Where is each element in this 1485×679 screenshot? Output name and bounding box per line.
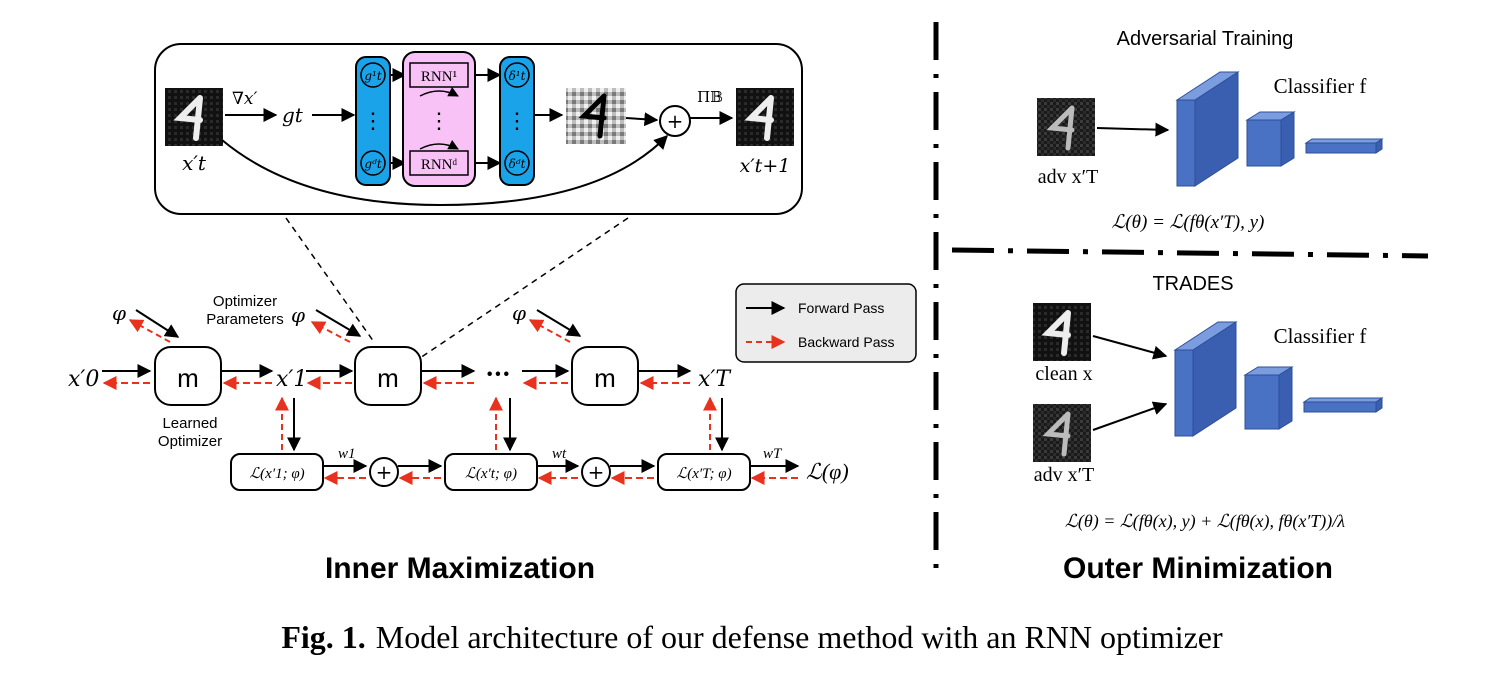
g-t-label: gt [282, 103, 304, 127]
adversarial-training-panel: Adversarial Training adv x′T Classifier … [1037, 28, 1384, 233]
zoom-line-left [285, 217, 375, 343]
optimizer-module-3 [571, 346, 639, 406]
dd-label: δᵈt [509, 157, 526, 171]
wT-label: wT [763, 446, 783, 462]
caption-label: Fig. 1. [281, 619, 365, 655]
loss-1-label: ℒ(x′1; φ) [249, 466, 304, 482]
figure-caption: Fig. 1. Model architecture of our defense… [281, 619, 1223, 655]
outer-minimization-title: Outer Minimization [1063, 552, 1333, 585]
loss-box-T [657, 453, 751, 491]
optimizer-params-1: Optimizer [213, 293, 277, 310]
rnn-d-box [409, 150, 469, 176]
horizontal-divider [951, 247, 1429, 259]
wt-label: wt [552, 446, 567, 462]
rnn-1-box [409, 62, 469, 88]
m2-label: m [377, 363, 399, 393]
legend-forward-label: Forward Pass [798, 300, 884, 316]
m1-label: m [177, 363, 199, 393]
detail-panel: x′t ∇x′ gt g¹t gᵈt ⋮ RNN¹ RNNᵈ ⋮ δ¹t δᵈt… [154, 43, 803, 215]
learned-optimizer-2: Optimizer [158, 433, 222, 450]
gradient-label: ∇x′ [232, 89, 257, 109]
unrolled-chain: x′0 m φ Learned Optimizer x′1 m Optimize… [68, 293, 849, 491]
legend: Forward Pass Backward Pass [735, 283, 917, 363]
classifier-label-2: Classifier f [1274, 324, 1367, 348]
sum-1-plus: + [376, 460, 393, 484]
trades-title: TRADES [1152, 273, 1233, 295]
clean-input-label: clean x [1035, 363, 1092, 385]
sum-2-plus: + [588, 460, 605, 484]
loss-box-t [444, 453, 538, 491]
loss-T-label: ℒ(x′T; φ) [676, 466, 731, 482]
x1-label: x′1 [276, 367, 307, 392]
adv-input-label-2: adv x′T [1034, 464, 1094, 486]
learned-optimizer-1: Learned [162, 415, 217, 432]
skip-connection [221, 134, 668, 207]
adv-input-label-1: adv x′T [1038, 166, 1098, 188]
classifier-2 [1173, 321, 1384, 437]
gd-label: gᵈt [364, 157, 381, 171]
output-digit-image [736, 88, 794, 146]
d1-label: δ¹t [509, 69, 526, 83]
clean-input-image [1033, 303, 1091, 361]
input-digit-image [165, 88, 223, 146]
phi-1: φ [112, 301, 126, 325]
optimizer-module-2 [354, 346, 422, 406]
d-dots: ⋮ [506, 109, 528, 134]
detail-plus: + [667, 109, 684, 133]
x-t1-label: x′t+1 [740, 155, 791, 177]
trades-panel: TRADES clean x adv x′T Classifier f ℒ(θ)… [1033, 273, 1384, 532]
rnn-dots: ⋮ [428, 109, 450, 134]
g1-label: g¹t [364, 69, 381, 83]
rnn-d-label: RNNᵈ [421, 157, 458, 173]
adv-input-image-1 [1037, 98, 1095, 156]
m3-label: m [594, 363, 616, 393]
legend-backward-label: Backward Pass [798, 334, 894, 350]
optimizer-module-1 [154, 346, 222, 406]
adv-training-title: Adversarial Training [1117, 28, 1294, 50]
perturbation-image [566, 88, 626, 144]
total-loss-label: ℒ(φ) [806, 459, 849, 484]
x0-label: x′0 [68, 367, 99, 392]
sum-node-2 [581, 457, 611, 487]
phi-2: φ [291, 303, 305, 327]
xT-label: x′T [698, 367, 732, 392]
optimizer-params-2: Parameters [206, 311, 284, 328]
detail-sum-node [659, 105, 691, 137]
sum-node-1 [369, 457, 399, 487]
trades-loss-formula: ℒ(θ) = ℒ(fθ(x), y) + ℒ(fθ(x), fθ(x′T))/λ [1065, 511, 1345, 532]
phi-3: φ [512, 301, 526, 325]
caption-text: Model architecture of our defense method… [376, 619, 1223, 655]
projection-label: Π𝔹 [697, 88, 723, 106]
classifier-label-1: Classifier f [1274, 74, 1367, 98]
g-dots: ⋮ [362, 109, 384, 134]
zoom-line-right [419, 217, 629, 359]
adv-loss-formula: ℒ(θ) = ℒ(fθ(x′T), y) [1112, 212, 1265, 233]
delta-column [499, 56, 535, 186]
rnn-1-label: RNN¹ [421, 69, 457, 85]
x-t-label: x′t [182, 151, 207, 175]
w1-label: w1 [338, 446, 356, 462]
gradient-coord-column [355, 56, 391, 186]
inner-maximization-title: Inner Maximization [325, 552, 595, 585]
loss-box-1 [230, 453, 324, 491]
loss-t-label: ℒ(x′t; φ) [465, 466, 517, 482]
chain-ellipsis: ··· [485, 359, 510, 388]
adv-input-image-2 [1033, 404, 1091, 462]
classifier-1 [1175, 71, 1384, 187]
